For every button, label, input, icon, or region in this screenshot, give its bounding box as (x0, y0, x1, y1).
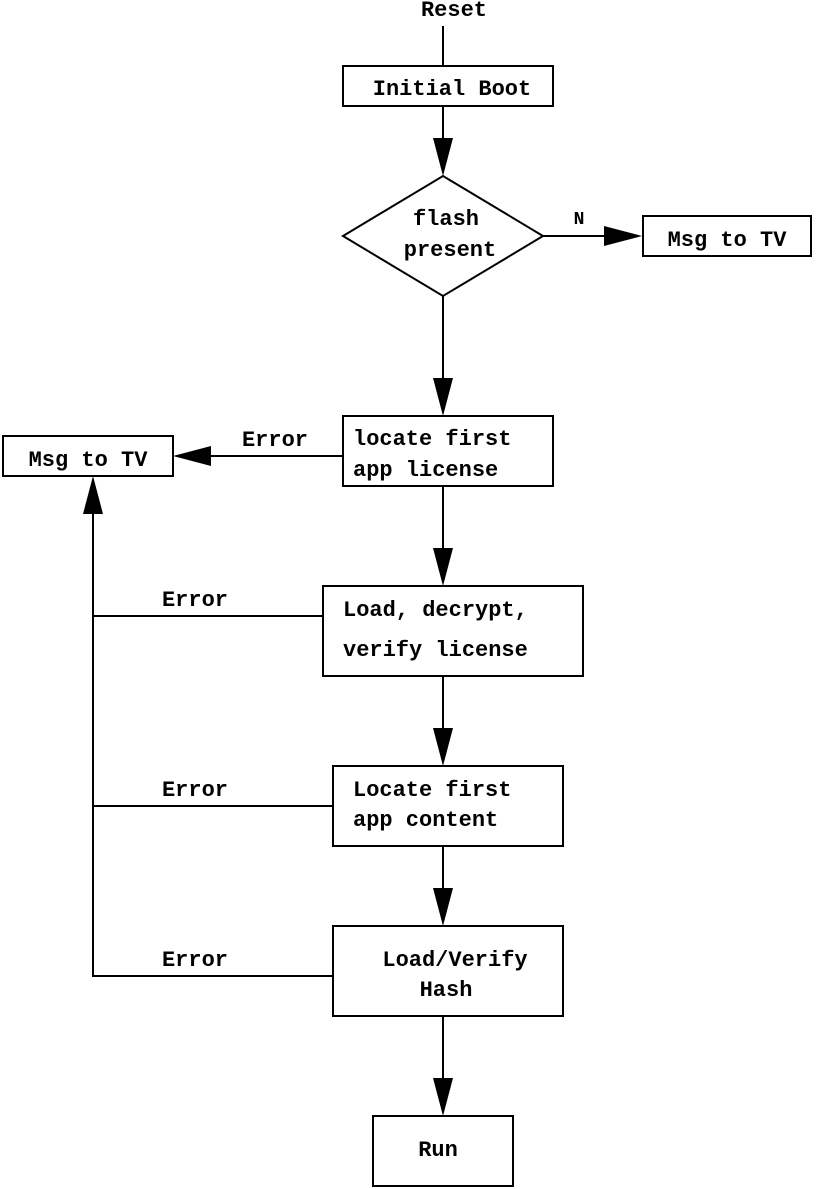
msg-to-tv-right-label: Msg to TV (668, 228, 788, 253)
load-license-node: Load, decrypt, verify license (322, 585, 584, 677)
locate-license-label-2: app license (353, 458, 498, 483)
load-hash-label-2: Hash (420, 978, 473, 1003)
arrowhead-to-flash (433, 138, 453, 176)
flash-present-label-1: flash (413, 207, 479, 232)
arrowhead-to-load-license (433, 548, 453, 586)
error-label-load-license: Error (162, 588, 228, 613)
initial-boot-node: Initial Boot (342, 65, 554, 107)
load-license-label-2: verify license (343, 638, 528, 663)
arrowhead-to-locate-content (433, 728, 453, 766)
locate-content-node: Locate first app content (332, 765, 564, 847)
error-return-line (92, 508, 333, 977)
run-node: Run (372, 1115, 514, 1187)
load-hash-node: Load/Verify Hash (332, 925, 564, 1017)
locate-content-label-1: Locate first (353, 778, 511, 803)
error-label-load-hash: Error (162, 948, 228, 973)
locate-content-label-2: app content (353, 808, 498, 833)
locate-license-label-1: locate first (353, 427, 511, 452)
flash-present-decision: flash present (341, 174, 545, 298)
load-license-label-1: Load, decrypt, (343, 598, 528, 623)
msg-to-tv-left-node: Msg to TV (2, 435, 174, 477)
arrowhead-error-up (83, 476, 103, 514)
no-branch-label: N (574, 210, 585, 230)
reset-label: Reset (421, 0, 487, 23)
arrowhead-to-msg-left (173, 446, 211, 466)
arrowhead-to-load-hash (433, 888, 453, 926)
flash-present-label-2: present (404, 238, 496, 263)
load-hash-label-1: Load/Verify (382, 948, 527, 973)
locate-license-node: locate first app license (342, 415, 554, 487)
error-label-locate-license: Error (242, 428, 308, 453)
msg-to-tv-left-label: Msg to TV (29, 448, 149, 473)
run-label: Run (418, 1138, 458, 1163)
error-label-locate-content: Error (162, 778, 228, 803)
arrowhead-to-msg-right (604, 226, 642, 246)
msg-to-tv-right-node: Msg to TV (642, 215, 812, 257)
arrowhead-to-locate-license (433, 378, 453, 416)
arrowhead-to-run (433, 1078, 453, 1116)
initial-boot-label: Initial Boot (373, 77, 531, 102)
